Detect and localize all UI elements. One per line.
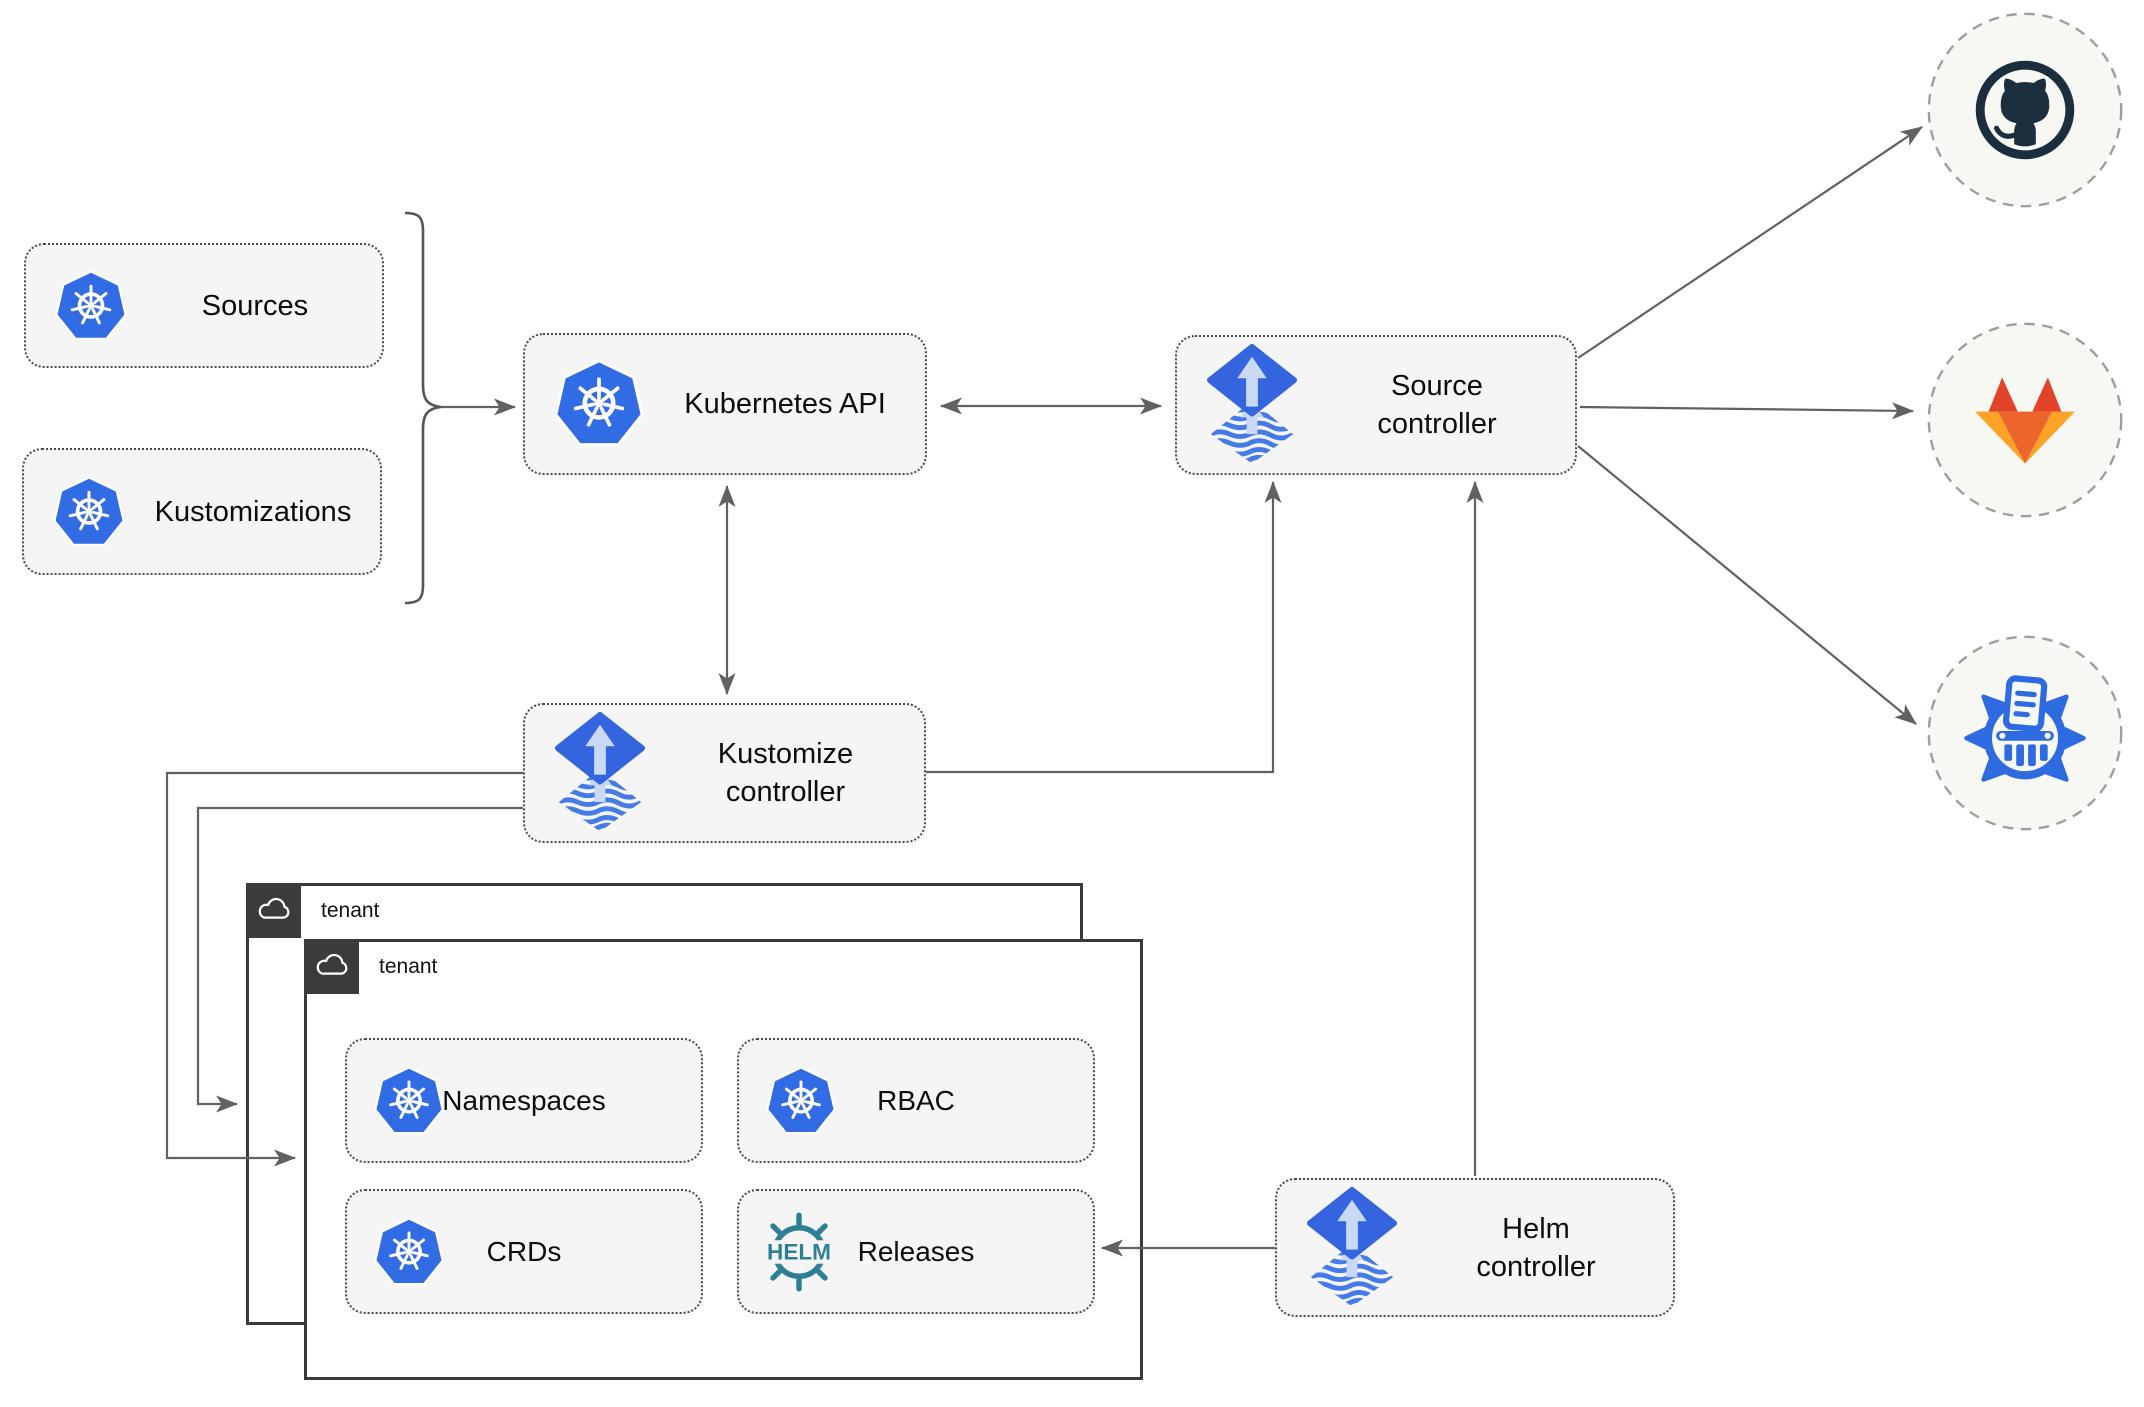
node-label: Kustomizations xyxy=(154,495,352,528)
node-crds: CRDs xyxy=(345,1189,703,1314)
node-kustomize-controller: Kustomize controller xyxy=(523,703,926,843)
node-label: Sources xyxy=(201,289,309,322)
svg-text:HELM: HELM xyxy=(767,1239,831,1264)
edge-sourcectrl-harbor xyxy=(1577,445,1917,725)
node-label: Helm controller xyxy=(1476,1212,1596,1283)
tenant-badge xyxy=(246,883,301,938)
node-label: CRDs xyxy=(486,1235,562,1267)
endpoint-harbor xyxy=(1925,633,2125,833)
kubernetes-icon xyxy=(373,1216,445,1287)
helm-icon: HELM xyxy=(753,1210,845,1294)
tenant-badge xyxy=(304,939,359,994)
tenant-label: tenant xyxy=(379,955,438,978)
node-rbac: RBAC xyxy=(737,1038,1095,1163)
tenant-container-front: tenant Namespaces RBAC CRDs HELM Release… xyxy=(304,939,1143,1380)
cloud-icon xyxy=(256,897,292,925)
gitlab-icon xyxy=(1973,372,2077,468)
kubernetes-icon xyxy=(54,269,128,342)
flux-icon xyxy=(1205,344,1299,465)
flux-icon xyxy=(1305,1186,1399,1308)
harbor-icon xyxy=(1958,666,2092,800)
node-kubernetes-api: Kubernetes API xyxy=(523,333,927,475)
node-label: Kustomize controller xyxy=(717,738,854,808)
node-sources: Sources xyxy=(24,243,384,368)
node-releases: HELM Releases xyxy=(737,1189,1095,1314)
github-icon xyxy=(1969,54,2081,166)
node-kustomizations: Kustomizations xyxy=(22,448,382,575)
node-namespaces: Namespaces xyxy=(345,1038,703,1163)
endpoint-gitlab xyxy=(1925,320,2125,520)
edge-bracket xyxy=(404,211,442,605)
tenant-label: tenant xyxy=(321,899,380,922)
kubernetes-icon xyxy=(553,359,645,448)
kubernetes-icon xyxy=(52,475,126,548)
edge-kustomizectrl-sourcectrl xyxy=(926,481,1282,774)
node-label: Releases xyxy=(857,1235,975,1267)
kubernetes-icon xyxy=(765,1065,837,1136)
node-label: Source controller xyxy=(1377,370,1497,440)
endpoint-github xyxy=(1925,10,2125,210)
flux-icon xyxy=(553,712,647,833)
node-label: Namespaces xyxy=(442,1084,606,1116)
node-label: RBAC xyxy=(877,1084,955,1116)
node-label: Kubernetes API xyxy=(684,388,886,420)
node-source-controller: Source controller xyxy=(1175,335,1577,475)
edge-sourcectrl-github xyxy=(1577,126,1923,359)
edge-sourcectrl-gitlab xyxy=(1579,402,1914,420)
node-helm-controller: Helm controller xyxy=(1275,1178,1675,1317)
cloud-icon xyxy=(314,953,350,981)
